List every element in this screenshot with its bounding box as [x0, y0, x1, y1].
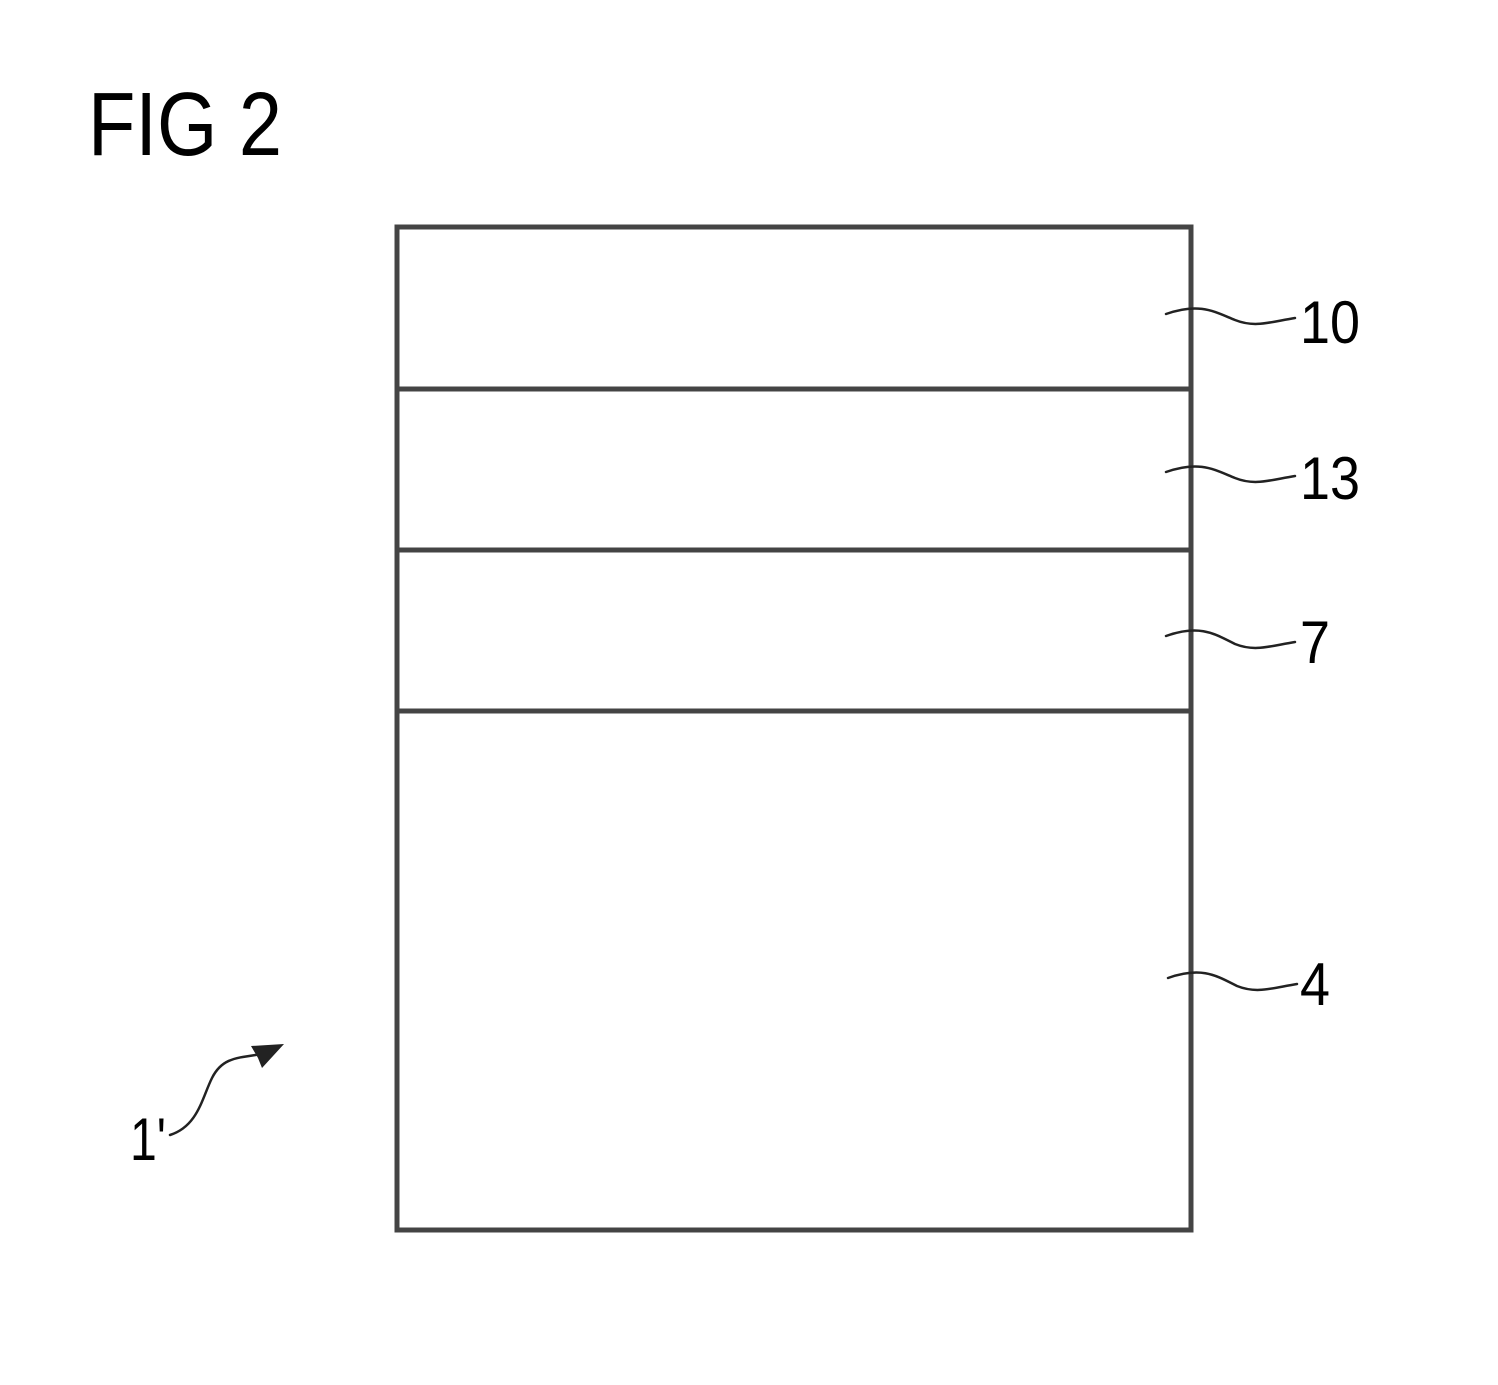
- layer-4-region: [394, 708, 1194, 1233]
- label-10: 10: [1300, 289, 1360, 356]
- leader-lines: [1164, 307, 1299, 992]
- arrowhead-icon: [251, 1044, 284, 1068]
- leader-line-13: [1164, 465, 1297, 484]
- leader-line-7: [1164, 629, 1297, 650]
- label-13: 13: [1300, 445, 1360, 512]
- layer-10-region: [394, 224, 1194, 392]
- figure-title: FIG 2: [88, 75, 282, 175]
- device-reference: 1': [130, 1044, 284, 1173]
- device-label: 1': [130, 1106, 166, 1173]
- label-4: 4: [1300, 951, 1330, 1018]
- layer-7-region: [394, 547, 1194, 714]
- reference-labels: 10 13 7 4: [1300, 289, 1360, 1018]
- leader-line-10: [1164, 307, 1297, 326]
- label-7: 7: [1300, 609, 1330, 676]
- device-arrow-curve: [168, 1052, 264, 1137]
- layer-stack: [394, 224, 1194, 1233]
- leader-line-4: [1166, 971, 1299, 992]
- layer-13-region: [394, 386, 1194, 553]
